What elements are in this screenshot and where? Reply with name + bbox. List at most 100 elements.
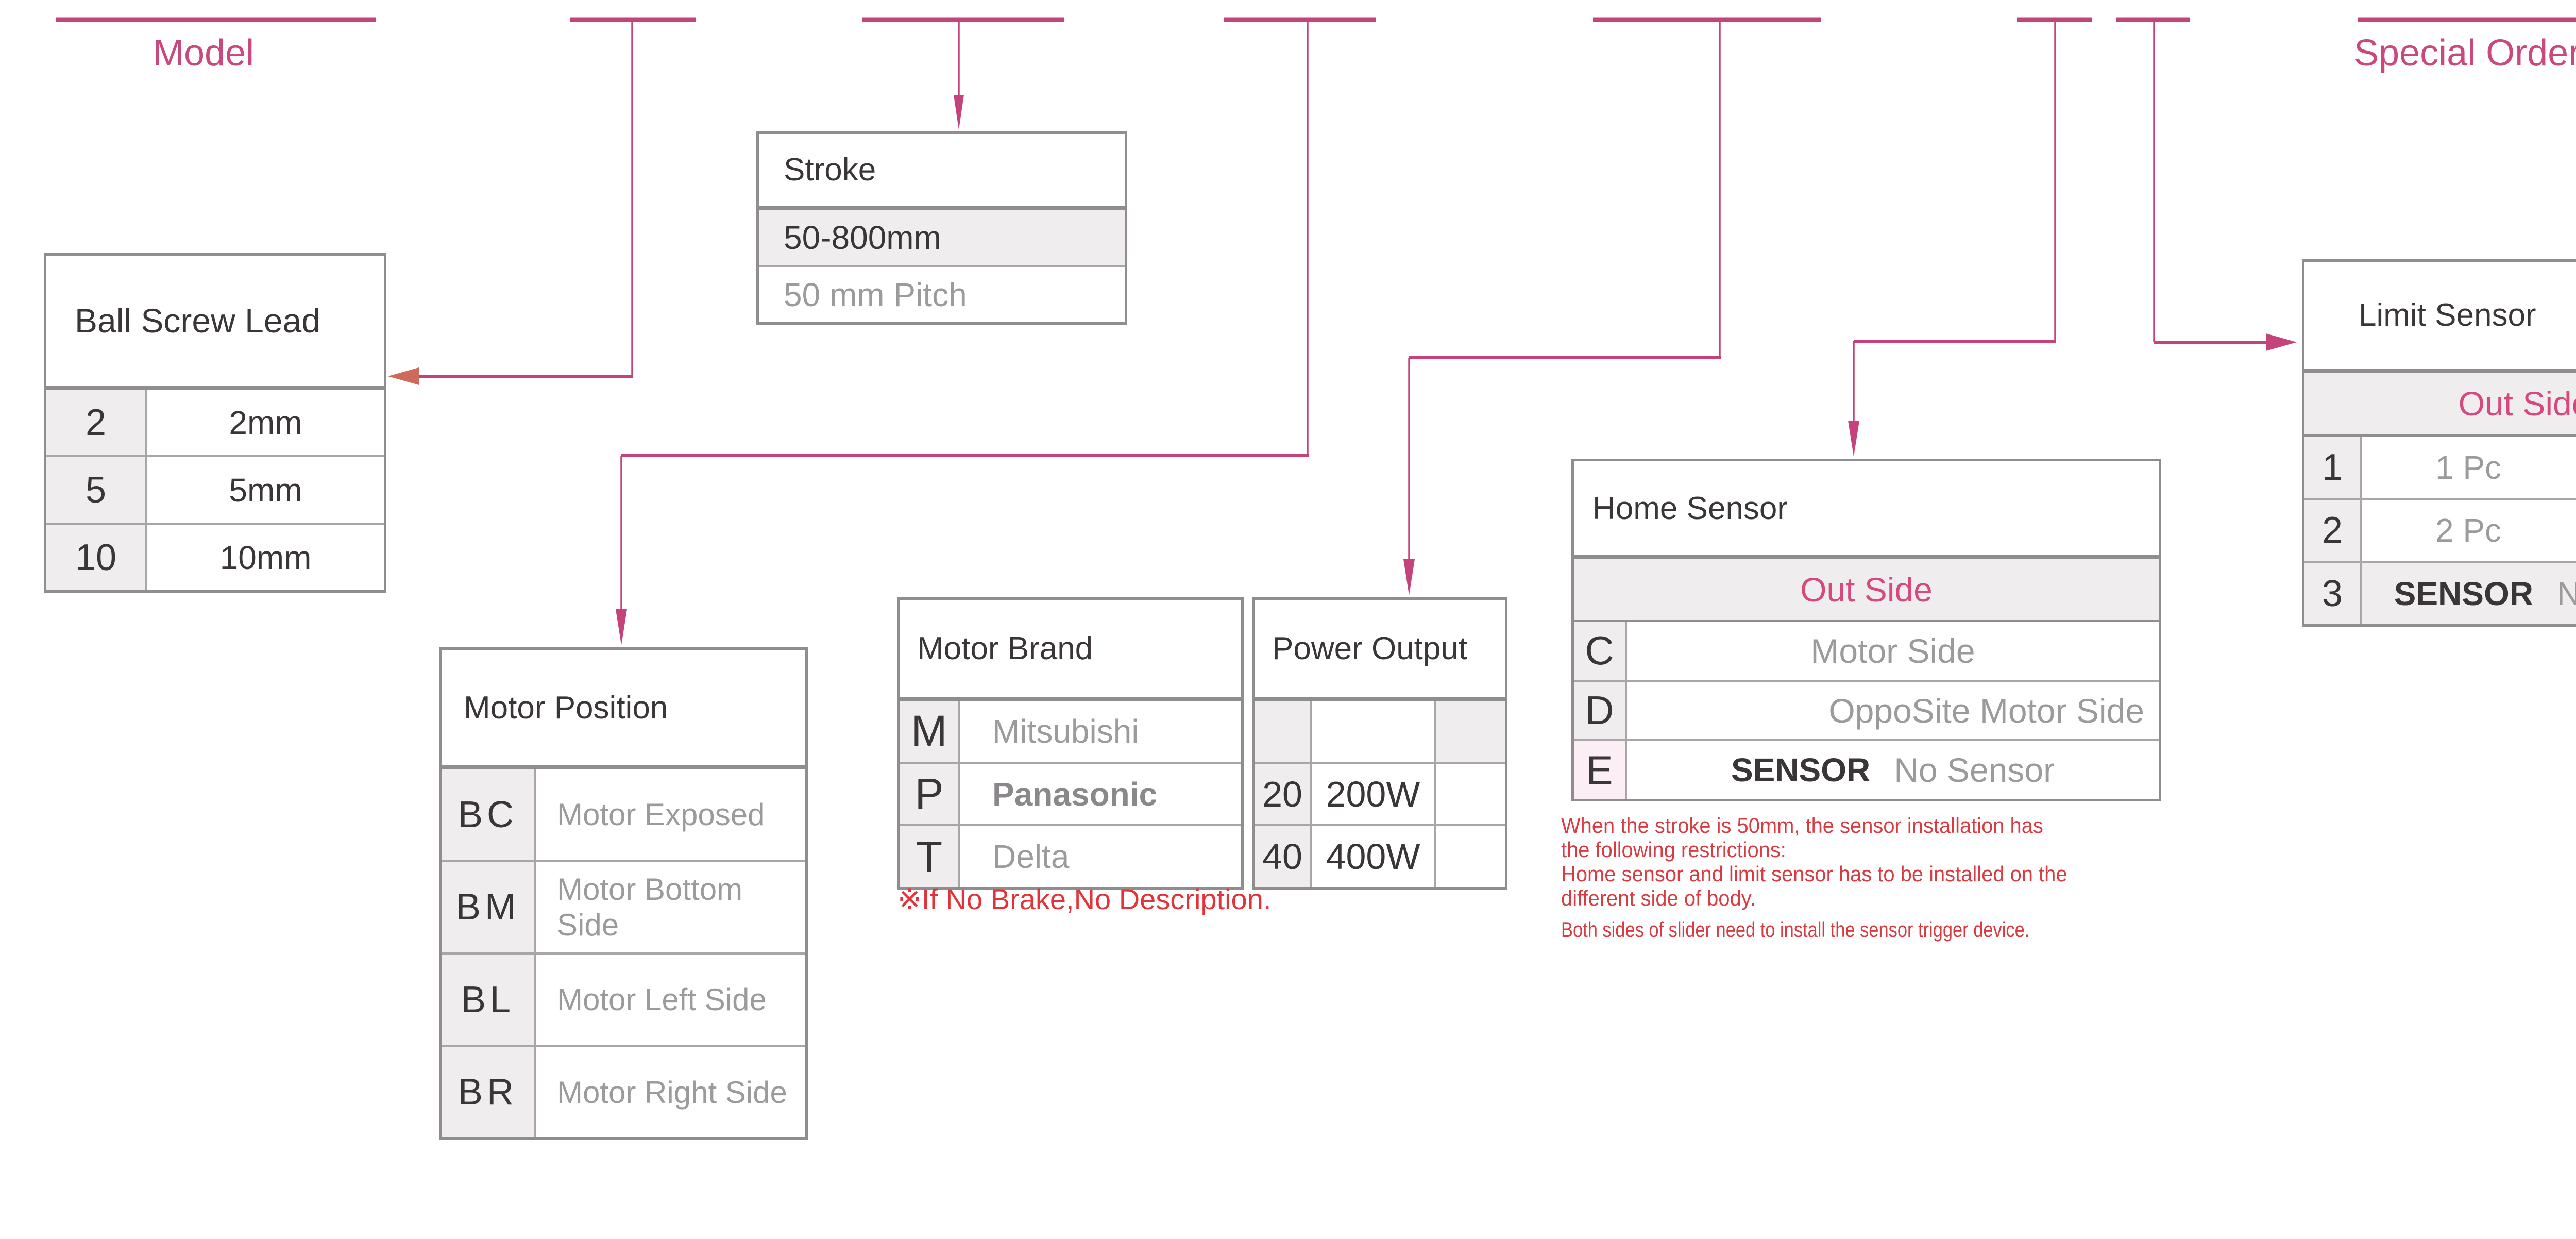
value-cell: Motor Exposed <box>557 797 765 832</box>
title-text: Ball Screw Lead <box>75 302 320 340</box>
code-cell: P <box>900 763 960 825</box>
motor-brand-table: Motor Brand M Mitsubishi P Panasonic T D… <box>897 597 1244 890</box>
sensor-note-line: Home sensor and limit sensor has to be i… <box>1561 862 2067 910</box>
table-row: BC Motor Exposed <box>442 769 805 860</box>
value-cell: 1 Pc <box>2435 449 2502 487</box>
table-row: BL Motor Left Side <box>442 952 805 1045</box>
arrow-to-stroke <box>954 95 964 130</box>
outside-subheader: Out Side <box>2304 373 2576 437</box>
table-row <box>1255 701 1505 762</box>
table-title: Limit Sensor <box>2304 262 2576 373</box>
table-row: 2 2mm <box>46 390 384 455</box>
watt-cell: 200W <box>1312 763 1436 825</box>
power-output-table: Power Output 20 200W 40 400W <box>1252 597 1507 890</box>
sensor-word: SENSOR <box>2394 575 2533 612</box>
stroke-table: Stroke 50-800mm 50 mm Pitch <box>756 131 1127 325</box>
value-cell: 2mm <box>229 404 302 441</box>
outside-subheader: Out Side <box>1574 559 2159 622</box>
code-cell: 3 <box>2304 563 2362 624</box>
table-row: 50-800mm <box>759 210 1125 265</box>
table-row: BM Motor Bottom Side <box>442 860 805 952</box>
table-row: BR Motor Right Side <box>442 1045 805 1137</box>
title-text: Home Sensor <box>1592 490 1788 526</box>
connector-horizontals <box>396 340 2267 457</box>
table-rows: 50-800mm 50 mm Pitch <box>759 210 1125 322</box>
connector-verticals <box>620 22 2155 610</box>
arrow-to-home-sensor <box>1848 421 1859 457</box>
brand-cell: Delta <box>992 838 1070 876</box>
table-rows: 1 1 Pc 2 2 Pc 3 SENSOR No Sensor <box>2304 437 2576 624</box>
code-cell: 5 <box>46 457 147 523</box>
no-brake-note: ※If No Brake,No Description. <box>897 883 1272 915</box>
sensor-note-line: Both sides of slider need to install the… <box>1561 917 2030 942</box>
arrow-to-motor-position <box>616 609 627 645</box>
home-sensor-table: Home Sensor Out Side C Motor Side D Oppo… <box>1571 459 2161 801</box>
no-sensor-text: No Sensor <box>2556 575 2576 612</box>
code-cell: 10 <box>46 525 147 590</box>
title-text: Limit Sensor <box>2359 297 2536 333</box>
table-row: T Delta <box>900 824 1241 888</box>
special-order-label: Special Order No. <box>2354 32 2576 74</box>
no-sensor-text: No Sensor <box>1894 751 2055 790</box>
value-cell: 2 Pc <box>2435 512 2502 549</box>
table-row: 20 200W <box>1255 761 1505 825</box>
title-text: Power Output <box>1272 630 1468 666</box>
arrow-to-ball-screw-lead <box>388 367 419 385</box>
table-row: 40 400W <box>1255 824 1505 888</box>
table-title: Stroke <box>759 134 1125 210</box>
watt-cell: 400W <box>1312 826 1436 888</box>
table-row: M Mitsubishi <box>900 701 1241 762</box>
code-cell: D <box>1574 681 1627 740</box>
value-cell: Motor Side <box>1810 631 1975 670</box>
table-row: D OppoSite Motor Side <box>1574 679 2159 740</box>
table-row: 10 10mm <box>46 523 384 590</box>
code-cell: 2 <box>46 390 147 455</box>
table-rows: BC Motor Exposed BM Motor Bottom Side BL… <box>442 769 805 1137</box>
value-cell: OppoSite Motor Side <box>1828 691 2144 730</box>
value-cell: Motor Left Side <box>557 982 767 1017</box>
model-label: Model <box>153 32 255 74</box>
table-title: Power Output <box>1255 600 1505 701</box>
spacer-cell <box>1436 826 1505 887</box>
code-cell: 1 <box>2304 437 2362 498</box>
code-cell: BM <box>442 862 536 952</box>
table-rows: M Mitsubishi P Panasonic T Delta <box>900 701 1241 888</box>
arrow-to-limit-sensor <box>2266 333 2297 351</box>
table-title: Ball Screw Lead <box>46 256 384 390</box>
value-cell: SENSOR No Sensor <box>2362 563 2576 624</box>
table-row: P Panasonic <box>900 761 1241 825</box>
code-cell: M <box>900 701 960 762</box>
table-row: 50 mm Pitch <box>759 265 1125 322</box>
table-rows: C Motor Side D OppoSite Motor Side E SEN… <box>1574 622 2159 799</box>
table-rows: 2 2mm 5 5mm 10 10mm <box>46 390 384 590</box>
code-cell: 2 <box>2304 500 2362 561</box>
sensor-note-line: When the stroke is 50mm, the sensor inst… <box>1561 813 2043 862</box>
spacer-cell <box>1436 764 1505 825</box>
stroke-range-cell: 50-800mm <box>759 210 1125 265</box>
table-title: Motor Position <box>442 650 805 769</box>
sensor-word: SENSOR <box>1731 751 1871 789</box>
value-cell: SENSOR No Sensor <box>1627 741 2159 799</box>
table-rows: 20 200W 40 400W <box>1255 701 1505 888</box>
ball-screw-lead-table: Ball Screw Lead 2 2mm 5 5mm 10 10mm <box>44 253 386 593</box>
code-cell: BL <box>442 955 536 1045</box>
table-title: Motor Brand <box>900 600 1241 701</box>
code-cell: 40 <box>1255 826 1312 888</box>
code-cell: T <box>900 826 960 888</box>
watt-cell <box>1312 701 1436 762</box>
brand-cell: Panasonic <box>992 775 1158 813</box>
table-row: 3 SENSOR No Sensor <box>2304 561 2576 624</box>
table-row: E SENSOR No Sensor <box>1574 739 2159 799</box>
table-row: 1 1 Pc <box>2304 437 2576 498</box>
title-text: Motor Brand <box>917 630 1093 666</box>
table-row: 2 2 Pc <box>2304 498 2576 561</box>
table-row: C Motor Side <box>1574 622 2159 680</box>
sensor-restriction-notes: When the stroke is 50mm, the sensor inst… <box>1561 813 2102 942</box>
code-cell: 20 <box>1255 763 1312 825</box>
code-cell: E <box>1574 741 1627 799</box>
code-cell: BR <box>442 1047 536 1137</box>
table-title: Home Sensor <box>1574 461 2159 559</box>
title-text: Motor Position <box>464 690 668 726</box>
